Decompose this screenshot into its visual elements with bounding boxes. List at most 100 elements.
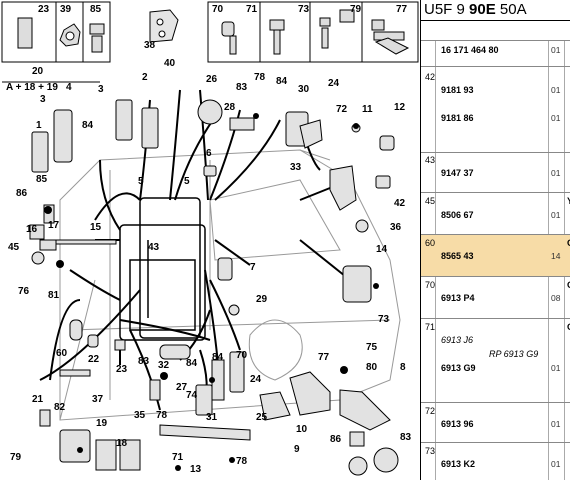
table-row-highlighted[interactable]: 60 8565 43 14 C	[421, 234, 570, 277]
svg-text:76: 76	[18, 286, 30, 297]
svg-text:25: 25	[256, 412, 268, 423]
svg-text:16: 16	[26, 224, 38, 235]
table-row[interactable]: 71 6913 J6 RP 6913 G9 6913 G9 01 C	[421, 318, 570, 403]
part-qty: 08	[551, 293, 561, 303]
small-part-shapes	[29, 99, 399, 476]
svg-text:78: 78	[156, 410, 168, 421]
svg-text:84: 84	[82, 120, 94, 131]
svg-text:80: 80	[366, 362, 378, 373]
svg-text:77: 77	[318, 352, 330, 363]
part-qty: 01	[551, 363, 561, 373]
svg-text:85: 85	[90, 4, 102, 15]
svg-text:35: 35	[134, 410, 146, 421]
table-row[interactable]: 16 171 464 80 01	[421, 40, 570, 67]
table-row[interactable]: 73 6913 K2 01	[421, 442, 570, 480]
row-index: 43	[425, 155, 436, 165]
svg-text:39: 39	[60, 4, 72, 15]
svg-text:70: 70	[212, 4, 224, 15]
top-box-parts	[17, 9, 410, 55]
row-edge-mark: Y	[567, 196, 570, 206]
bracket-part-38	[149, 9, 179, 43]
svg-text:21: 21	[32, 394, 44, 405]
svg-text:71: 71	[172, 452, 184, 463]
table-row[interactable]: 45 8506 67 01 Y	[421, 192, 570, 235]
svg-text:32: 32	[158, 360, 170, 371]
svg-text:85: 85	[36, 174, 48, 185]
svg-text:5: 5	[184, 176, 190, 187]
svg-text:17: 17	[48, 220, 60, 231]
svg-text:77: 77	[396, 4, 408, 15]
part-qty: 01	[551, 210, 561, 220]
svg-text:26: 26	[206, 74, 218, 85]
svg-text:23: 23	[38, 4, 50, 15]
table-row[interactable]: 43 9147 37 01	[421, 152, 570, 193]
part-code: 8565 43	[441, 251, 474, 261]
table-row[interactable]: 72 6913 96 01	[421, 402, 570, 443]
svg-text:37: 37	[92, 394, 104, 405]
svg-text:8: 8	[400, 362, 406, 373]
part-qty: 01	[551, 45, 561, 55]
svg-text:12: 12	[394, 102, 406, 113]
part-code: 6913 P4	[441, 293, 475, 303]
svg-text:79: 79	[350, 4, 362, 15]
panel-header: U5F 9 90E 50A	[421, 0, 570, 21]
svg-text:19: 19	[96, 418, 108, 429]
svg-text:31: 31	[206, 412, 218, 423]
part-qty: 01	[551, 85, 561, 95]
svg-text:43: 43	[148, 242, 160, 253]
table-row[interactable]: 42 9181 93 01 9181 86 01	[421, 66, 570, 153]
svg-text:42: 42	[394, 198, 406, 209]
svg-text:14: 14	[376, 244, 388, 255]
svg-text:30: 30	[298, 84, 310, 95]
svg-text:38: 38	[144, 40, 156, 51]
svg-text:60: 60	[56, 348, 68, 359]
row-index: 70	[425, 280, 436, 290]
svg-text:24: 24	[250, 374, 262, 385]
svg-text:29: 29	[256, 294, 268, 305]
svg-text:33: 33	[290, 162, 302, 173]
svg-text:27: 27	[176, 382, 188, 393]
part-code-superseded: 6913 J6	[441, 335, 474, 345]
row-index: 45	[425, 196, 436, 206]
replacement-part-code: RP 6913 G9	[489, 349, 539, 359]
row-edge-mark: C	[567, 238, 570, 248]
svg-text:11: 11	[362, 104, 373, 115]
header-suffix: 50A	[495, 1, 527, 18]
part-qty: 01	[551, 113, 561, 123]
svg-text:84: 84	[276, 76, 288, 87]
svg-text:13: 13	[190, 464, 202, 475]
svg-text:83: 83	[236, 82, 248, 93]
svg-text:75: 75	[366, 342, 378, 353]
parts-exploded-diagram: 23 39 85 70 71 73 79 77 38 40 20 A + 18 …	[1, 1, 419, 476]
part-qty: 01	[551, 168, 561, 178]
part-code: 9147 37	[441, 168, 474, 178]
svg-text:78: 78	[236, 456, 248, 467]
svg-text:73: 73	[378, 314, 390, 325]
svg-text:7: 7	[250, 262, 256, 273]
svg-text:20: 20	[32, 66, 44, 77]
parts-list-panel: U5F 9 90E 50A 16 171 464 80 01 42 9181 9…	[420, 0, 570, 480]
svg-text:40: 40	[164, 58, 176, 69]
svg-text:18: 18	[116, 438, 128, 449]
fastener-markers	[44, 113, 379, 471]
svg-text:10: 10	[296, 424, 308, 435]
row-index: 71	[425, 322, 436, 332]
table-row[interactable]: 70 6913 P4 08 C	[421, 276, 570, 319]
row-index: 72	[425, 406, 436, 416]
svg-text:9: 9	[294, 444, 300, 455]
svg-text:3: 3	[98, 84, 104, 95]
svg-text:2: 2	[142, 72, 148, 83]
svg-text:45: 45	[8, 242, 20, 253]
svg-text:6: 6	[206, 148, 212, 159]
svg-text:86: 86	[330, 434, 342, 445]
svg-text:72: 72	[336, 104, 348, 115]
part-code: 8506 67	[441, 210, 474, 220]
svg-text:3: 3	[40, 94, 46, 105]
part-qty: 14	[551, 251, 561, 261]
svg-text:74: 74	[186, 390, 198, 401]
row-edge-mark: C	[567, 322, 570, 332]
svg-text:1: 1	[36, 120, 42, 131]
svg-text:28: 28	[224, 102, 236, 113]
row-index: 42	[425, 72, 436, 82]
part-code: 16 171 464 80	[441, 45, 499, 55]
